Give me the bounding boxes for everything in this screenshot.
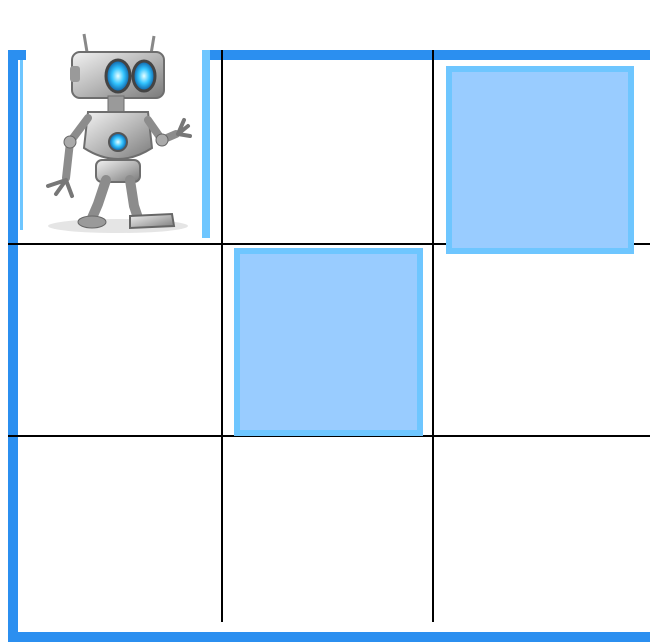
cell-r1-c2[interactable] [434,245,640,435]
highlighted-cell-r1-c1[interactable] [234,248,423,436]
cell-r0-c1[interactable] [223,60,432,243]
cell-r2-c2[interactable] [434,437,640,622]
cell-r1-c0[interactable] [18,245,221,435]
cell-r2-c0[interactable] [18,437,221,622]
robot-tile-frame-left [20,60,23,230]
robot-agent [26,30,202,240]
cell-r2-c1[interactable] [223,437,432,622]
robot-icon [26,30,202,240]
highlighted-cell-r0-c2[interactable] [446,66,634,254]
